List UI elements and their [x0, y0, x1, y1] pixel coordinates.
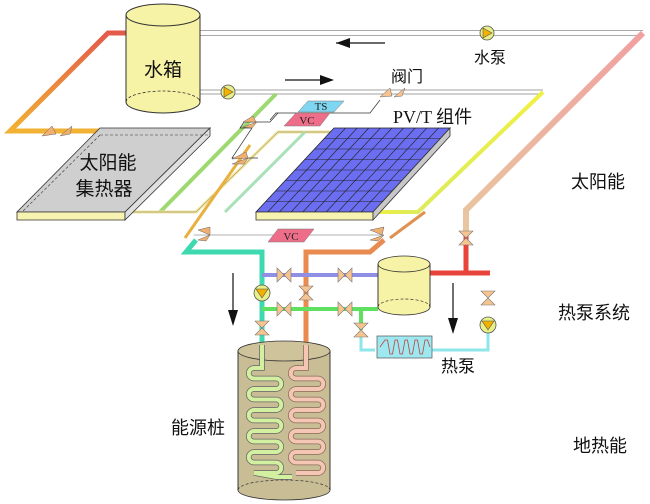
water-tank-label: 水箱 [144, 59, 182, 81]
heat-pump-label: 热泵 [441, 357, 475, 377]
water-pump-icon[interactable] [479, 25, 495, 41]
pv-cell-grid [265, 127, 441, 213]
solar-collector-label-line1: 太阳能 [79, 152, 136, 174]
valve-blue-right-icon[interactable] [337, 267, 353, 283]
flow-arrow-down-left [228, 273, 238, 326]
valve-heat-exchanger-inlet-icon[interactable] [353, 322, 369, 338]
subsystem-label-solar: 太阳能 [571, 172, 625, 193]
pvt-loop-pipes [128, 89, 545, 240]
ground-pump-icon[interactable] [253, 284, 271, 302]
vc-sensor-tag-bottom: VC [267, 228, 315, 243]
pv-grid-col-line [302, 127, 381, 213]
pvt-panel [255, 126, 451, 222]
pvt-module-label: PV/T 组件 [393, 107, 472, 127]
solar-collector-label-line2: 集热器 [75, 178, 132, 200]
subsystem-label-geothermal: 地热能 [573, 436, 627, 457]
svg-text:TS: TS [315, 101, 328, 113]
tank-pump-icon[interactable] [220, 84, 236, 100]
valve-label: 阀门 [391, 67, 423, 86]
ground-loop-pipes [180, 232, 491, 352]
svg-text:VC: VC [283, 231, 298, 243]
pv-grid-col-line [349, 127, 428, 213]
pv-grid-col-line [361, 127, 439, 213]
flow-arrow-right [285, 75, 334, 85]
top-valve-icon[interactable] [379, 87, 406, 98]
valve-green-right-icon[interactable] [337, 301, 353, 317]
valves [254, 230, 496, 338]
flow-arrow-left [336, 38, 385, 48]
heat-exchanger [376, 335, 433, 359]
pv-grid-col-line [290, 127, 370, 213]
pipe-break-left [41, 125, 73, 137]
pipe-break-marks [197, 115, 385, 242]
water-pump-label: 水泵 [474, 48, 506, 67]
svg-text:VC: VC [299, 115, 314, 127]
subsystem-label-heat-pump: 热泵系统 [558, 303, 630, 324]
pv-grid-col-line [325, 127, 404, 213]
valve-orange-vertical-icon[interactable] [298, 285, 314, 301]
solar-collector [16, 127, 211, 221]
heat-pump-circulator-icon[interactable] [479, 316, 497, 334]
valve-green-left-icon[interactable] [276, 301, 292, 317]
pv-grid-col-line [267, 127, 346, 213]
solar-loop-pipes [3, 30, 646, 232]
valve-teal-lower-icon[interactable] [254, 320, 270, 336]
heat-pump-tank [377, 255, 431, 316]
valve-solar-return-icon[interactable] [458, 230, 474, 246]
pv-grid-col-line [279, 127, 358, 213]
water-tank [125, 3, 201, 114]
flow-arrow-down-right [448, 283, 458, 334]
valve-blue-left-icon[interactable] [276, 267, 292, 283]
energy-pile [237, 340, 331, 501]
vc-sensor-tag-top: VC [283, 112, 331, 127]
energy-pile-label: 能源桩 [171, 418, 225, 439]
pv-grid-col-line [337, 127, 416, 213]
valve-heat-pump-right-icon[interactable] [480, 290, 496, 306]
pv-grid-col-line [314, 127, 393, 213]
ts-sensor-tag: TS [297, 100, 345, 113]
